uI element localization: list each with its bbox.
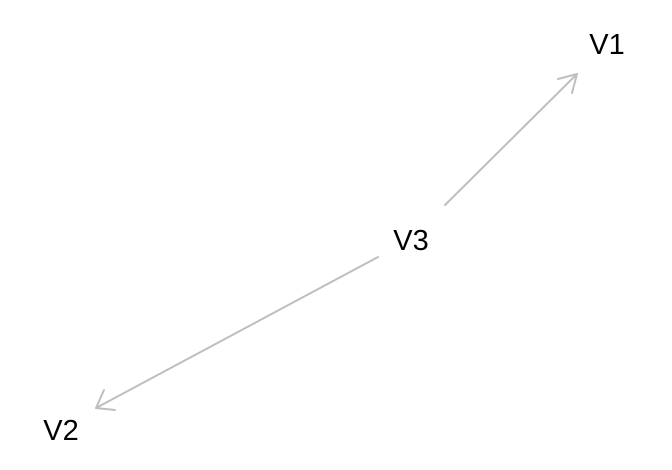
edge-line — [95, 256, 379, 409]
node-label-v2: V2 — [43, 415, 78, 447]
node-label-v1: V1 — [589, 29, 624, 61]
edge-v3-to-v1 — [444, 73, 578, 206]
arrowhead-icon — [95, 389, 116, 411]
arrowhead-icon — [557, 73, 578, 94]
edge-line — [444, 73, 578, 206]
node-label-v3: V3 — [393, 225, 428, 257]
edge-v3-to-v2 — [95, 256, 379, 411]
